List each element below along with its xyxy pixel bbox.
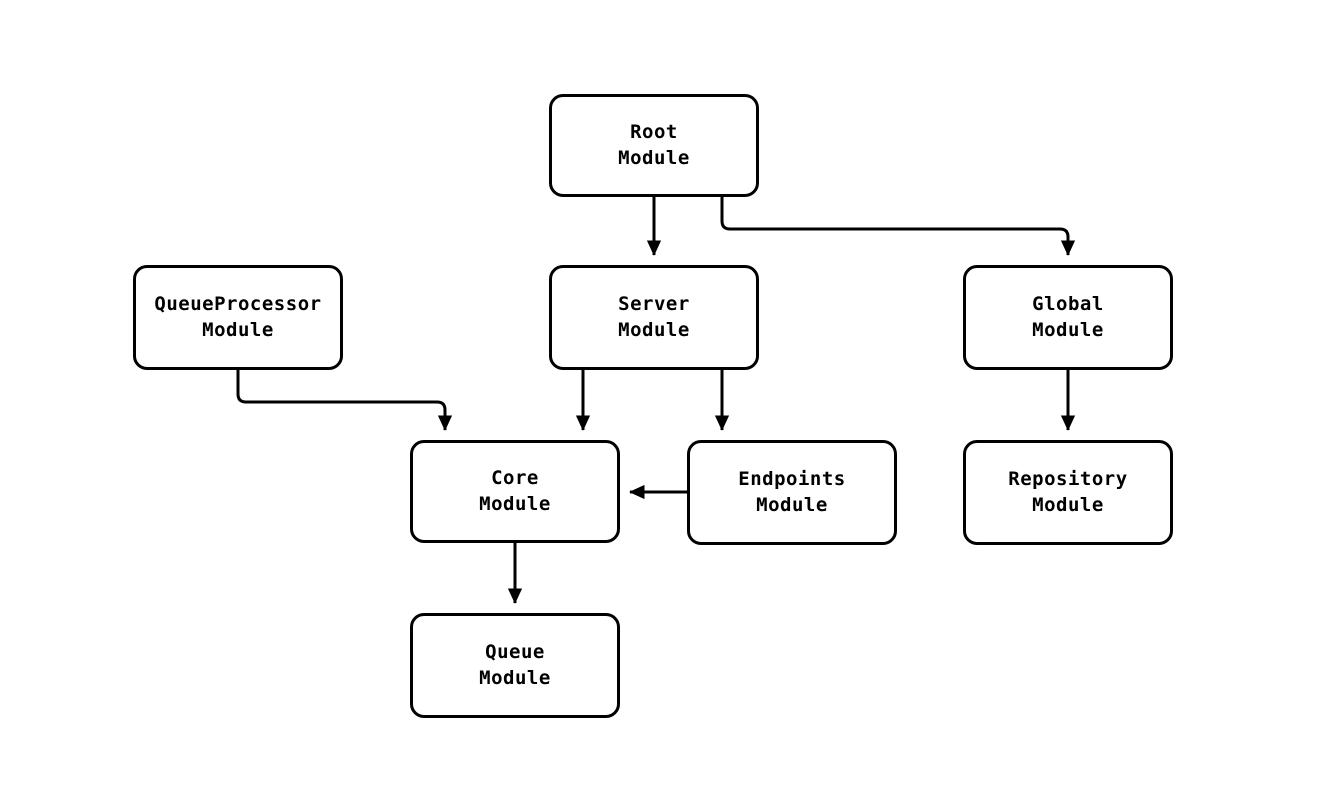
node-repository-module-line1: Repository — [1008, 468, 1128, 491]
node-queue-module-line2: Module — [479, 666, 551, 689]
edge-queueprocessor-to-core — [236, 370, 453, 431]
node-core-module[interactable]: Core Module — [410, 440, 620, 543]
node-server-module-line1: Server — [618, 293, 690, 316]
node-server-module[interactable]: Server Module — [549, 265, 759, 370]
edge-root-to-global — [720, 197, 1076, 256]
node-queueprocessor-module-line2: Module — [202, 318, 274, 341]
node-root-module-line2: Module — [618, 146, 690, 169]
node-root-module[interactable]: Root Module — [549, 94, 759, 197]
node-root-module-line1: Root — [630, 121, 678, 144]
node-core-module-line2: Module — [479, 492, 551, 515]
node-queueprocessor-module-line1: QueueProcessor — [154, 293, 322, 316]
node-repository-module[interactable]: Repository Module — [963, 440, 1173, 545]
node-endpoints-module-line1: Endpoints — [738, 468, 846, 491]
node-repository-module-line2: Module — [1032, 493, 1104, 516]
node-queueprocessor-module[interactable]: QueueProcessor Module — [133, 265, 343, 370]
node-global-module[interactable]: Global Module — [963, 265, 1173, 370]
node-global-module-line2: Module — [1032, 318, 1104, 341]
node-core-module-line1: Core — [491, 467, 539, 490]
node-endpoints-module-line2: Module — [756, 493, 828, 516]
node-queue-module-line1: Queue — [485, 641, 545, 664]
node-server-module-line2: Module — [618, 318, 690, 341]
node-queue-module[interactable]: Queue Module — [410, 613, 620, 718]
node-endpoints-module[interactable]: Endpoints Module — [687, 440, 897, 545]
node-global-module-line1: Global — [1032, 293, 1104, 316]
